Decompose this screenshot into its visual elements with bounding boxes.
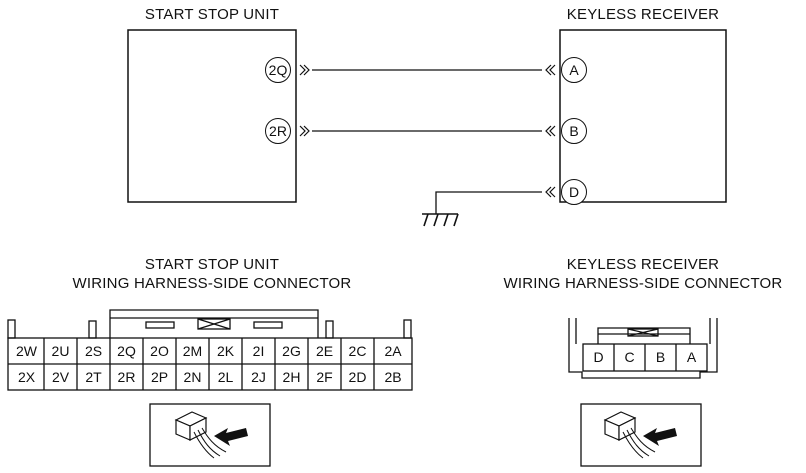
connector-symbol-a xyxy=(545,64,556,76)
ssu-pin: 2N xyxy=(183,369,202,385)
kr-pin: D xyxy=(593,349,604,365)
kr-connector-caption-line1: KEYLESS RECEIVER xyxy=(566,256,720,273)
ssu-pin: 2S xyxy=(84,343,103,359)
connector-view-icon-ssu xyxy=(149,403,271,467)
ssu-pin: 2J xyxy=(251,369,266,385)
kr-pin: B xyxy=(655,349,666,365)
ssu-pin: 2B xyxy=(384,369,402,385)
ssu-pin: 2I xyxy=(252,343,265,359)
ssu-pin: 2K xyxy=(216,343,235,359)
connector-symbol-2q xyxy=(299,64,310,76)
ssu-pin: 2L xyxy=(217,369,234,385)
start-stop-unit-title: START STOP UNIT xyxy=(144,6,280,23)
ssu-pin: 2Q xyxy=(117,343,136,359)
kr-pin: C xyxy=(624,349,635,365)
ssu-pin: 2O xyxy=(150,343,169,359)
ssu-pin: 2E xyxy=(315,343,334,359)
wire-d-ground xyxy=(435,191,542,214)
ssu-pin: 2F xyxy=(316,369,333,385)
ssu-pin: 2U xyxy=(51,343,70,359)
connector-symbol-2r xyxy=(299,125,310,137)
keyless-receiver-box xyxy=(559,29,727,203)
ground-icon xyxy=(422,213,459,227)
ssu-connector-shape xyxy=(7,309,413,391)
start-stop-unit-box xyxy=(127,29,297,203)
keyless-receiver-title: KEYLESS RECEIVER xyxy=(566,6,720,23)
connector-view-icon-kr xyxy=(580,403,702,467)
terminal-b: B xyxy=(561,118,587,144)
ssu-pin: 2G xyxy=(282,343,301,359)
ssu-pin: 2A xyxy=(384,343,402,359)
ssu-pin: 2X xyxy=(17,369,36,385)
ssu-pin: 2R xyxy=(117,369,136,385)
ssu-pin: 2T xyxy=(85,369,102,385)
terminal-2q: 2Q xyxy=(265,57,291,83)
ssu-pin: 2P xyxy=(150,369,169,385)
kr-pin: A xyxy=(686,349,697,365)
ssu-pin: 2D xyxy=(348,369,367,385)
terminal-a: A xyxy=(561,57,587,83)
terminal-2r: 2R xyxy=(265,118,291,144)
ssu-pin: 2H xyxy=(282,369,301,385)
connector-symbol-d xyxy=(545,186,556,198)
ssu-pin: 2C xyxy=(348,343,367,359)
ssu-connector-caption-line1: START STOP UNIT xyxy=(144,256,280,273)
kr-connector-caption-line2: WIRING HARNESS-SIDE CONNECTOR xyxy=(503,275,783,292)
terminal-d: D xyxy=(561,179,587,205)
kr-connector-shape xyxy=(568,318,718,379)
ssu-pin: 2M xyxy=(182,343,203,359)
ssu-connector-caption-line2: WIRING HARNESS-SIDE CONNECTOR xyxy=(72,275,352,292)
connector-symbol-b xyxy=(545,125,556,137)
ssu-pin: 2V xyxy=(51,369,70,385)
ssu-pin: 2W xyxy=(16,343,37,359)
